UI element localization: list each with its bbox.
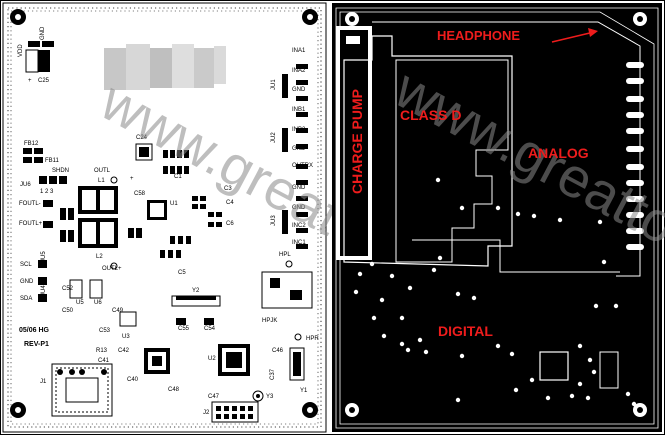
ina2-label: INA2 (292, 68, 306, 74)
gnd-inb-label: GND (292, 146, 306, 152)
svg-text:+: + (28, 78, 32, 84)
c37-label: C37 (270, 368, 276, 380)
c4-label: C4 (226, 200, 234, 206)
sda-label: SDA (20, 296, 32, 302)
c42-label: C42 (118, 348, 130, 354)
c41-label: C41 (98, 358, 110, 364)
headphone-label: HEADPHONE (437, 28, 520, 43)
c50-label: C50 (62, 308, 74, 314)
silkscreen-board: VDD GND C25 + FB12 FB11 SHDN JU6 1 2 3 F… (2, 2, 555, 433)
c46-label: C46 (272, 348, 284, 354)
c40-label: C40 (127, 377, 139, 383)
vdd-label: VDD (18, 44, 24, 57)
gnd-ina-label: GND (292, 87, 306, 93)
u1-label: U1 (170, 201, 178, 207)
y1-label: Y1 (300, 388, 308, 394)
j1-connector: J1 (40, 363, 113, 417)
u2-label: U2 (208, 356, 216, 362)
ju3-label: JU3 (271, 215, 277, 226)
c49-label: C49 (112, 308, 124, 314)
c48-label: C48 (168, 387, 180, 393)
gnd-left-label: GND (20, 279, 34, 285)
revision-label: REV-P1 (24, 341, 49, 348)
ina1-label: INA1 (292, 48, 306, 54)
ju6-label: JU6 (20, 182, 31, 188)
analog-label: ANALOG (528, 145, 589, 161)
ju1-label: JU1 (271, 79, 277, 90)
class-d-label: CLASS D (400, 107, 461, 123)
ground-plane-board: www.greattong.com HEADPHONE CHARGE PUMP … (332, 3, 665, 432)
ju6-numbers: 1 2 3 (40, 189, 54, 195)
outrx-label: OUTRX (292, 163, 313, 169)
u5-label: U5 (76, 300, 84, 306)
y2-label: Y2 (192, 288, 200, 294)
inb1-label: INB1 (292, 107, 306, 113)
foutl-plus-label: FOUTL+ (19, 221, 43, 227)
c47-label: C47 (208, 394, 220, 400)
c52-label: C52 (62, 286, 74, 292)
hpjk-label: HPJK (262, 318, 277, 324)
shdn-label: SHDN (52, 168, 69, 174)
charge-pump-label: CHARGE PUMP (349, 89, 365, 194)
hpl-label: HPL (279, 252, 291, 258)
c55-label: C55 (178, 326, 190, 332)
ju2-label: JU2 (271, 132, 277, 143)
revision-date: 05/06 HG (19, 327, 50, 334)
gnd-top-label: GND (40, 26, 46, 40)
c1-label: C1 (174, 174, 182, 180)
c24-label: C24 (136, 135, 148, 141)
foutl-minus-label: FOUTL- (19, 201, 41, 207)
c54-label: C54 (204, 326, 216, 332)
outl-plus-label: OUTL+ (102, 266, 122, 272)
scl-label: SCL (20, 262, 32, 268)
c58-label: C58 (134, 191, 146, 197)
fb11-label: FB11 (45, 158, 60, 164)
blurred-logo (104, 44, 226, 90)
u3-label: U3 (122, 334, 130, 340)
gnd-mid-label: GND (292, 205, 306, 211)
c3-label: C3 (224, 186, 232, 192)
hpr-label: HPR (306, 336, 319, 342)
c53-label: C53 (99, 328, 111, 334)
inc1-label: INC1 (292, 240, 306, 246)
ju4-label: JU4 (41, 285, 47, 296)
inc2-label: INC2 (292, 223, 306, 229)
fb12-label: FB12 (24, 141, 39, 147)
c6-label: C6 (226, 221, 234, 227)
ju5-label: JU5 (41, 251, 47, 262)
u6-label: U6 (94, 300, 102, 306)
y3-label: Y3 (266, 394, 274, 400)
svg-text:+: + (130, 176, 134, 182)
l2-label: L2 (96, 254, 103, 260)
r13-label: R13 (96, 348, 108, 354)
c5-label: C5 (178, 270, 186, 276)
j1-label: J1 (40, 379, 47, 385)
digital-label: DIGITAL (438, 323, 493, 339)
outl-label: OUTL (94, 168, 111, 174)
hpjk-jack: HPJK HPL HPR (261, 252, 319, 342)
gnd-outrx-label: GND (292, 185, 306, 191)
l1-label: L1 (98, 178, 105, 184)
inb2-label: INB2 (292, 127, 306, 133)
j2-label: J2 (203, 410, 210, 416)
c25-label: C25 (38, 78, 50, 84)
